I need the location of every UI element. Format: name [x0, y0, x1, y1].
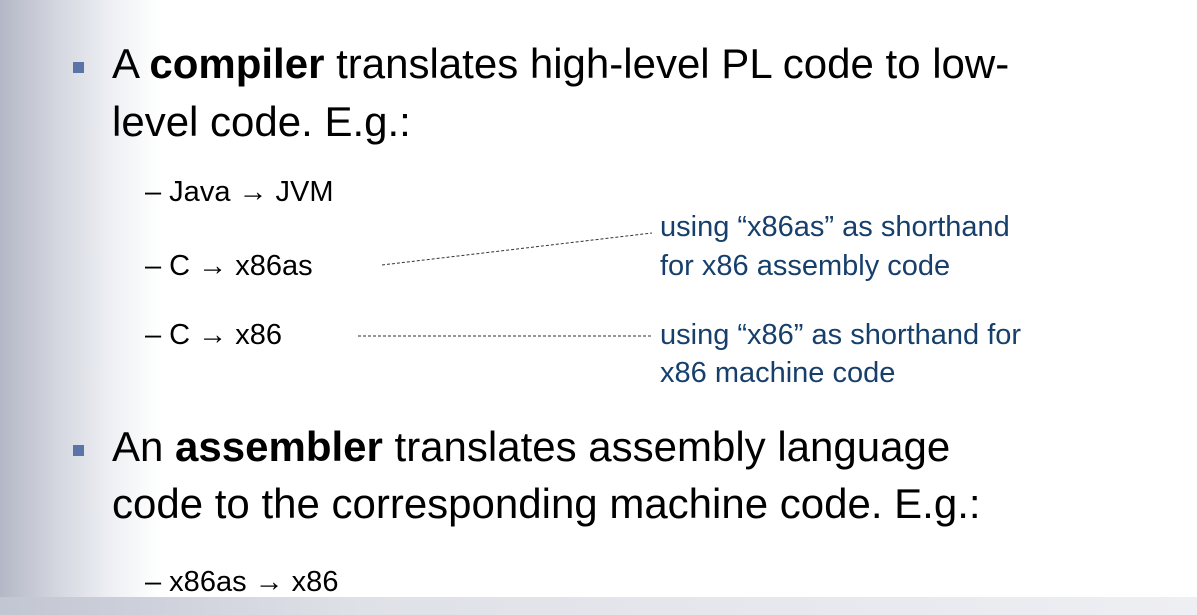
leader-line-x86as	[381, 232, 653, 266]
note-x86as-line1: using “x86as” as shorthand	[660, 211, 1010, 243]
example-c-x86: – C → x86	[145, 319, 282, 351]
slide-side-gradient	[0, 0, 160, 615]
example-java-jvm: – Java → JVM	[145, 176, 334, 208]
example-x86as-x86: – x86as → x86	[145, 566, 339, 598]
bullet1-line1: A compiler translates high-level PL code…	[112, 40, 1010, 87]
note-x86-line1: using “x86” as shorthand for	[660, 319, 1022, 351]
bullet1-line2: level code. E.g.:	[112, 98, 411, 145]
bullet-square-icon	[73, 62, 84, 73]
bullet2-line2: code to the corresponding machine code. …	[112, 480, 981, 527]
term-assembler: assembler	[175, 423, 383, 470]
note-x86-line2: x86 machine code	[660, 357, 896, 389]
term-compiler: compiler	[149, 40, 325, 87]
bullet-square-icon	[73, 445, 84, 456]
bullet2-line1: An assembler translates assembly languag…	[112, 423, 951, 470]
slide-bottom-strip	[0, 597, 1197, 615]
example-c-x86as: – C → x86as	[145, 250, 313, 282]
note-x86as-line2: for x86 assembly code	[660, 250, 951, 282]
